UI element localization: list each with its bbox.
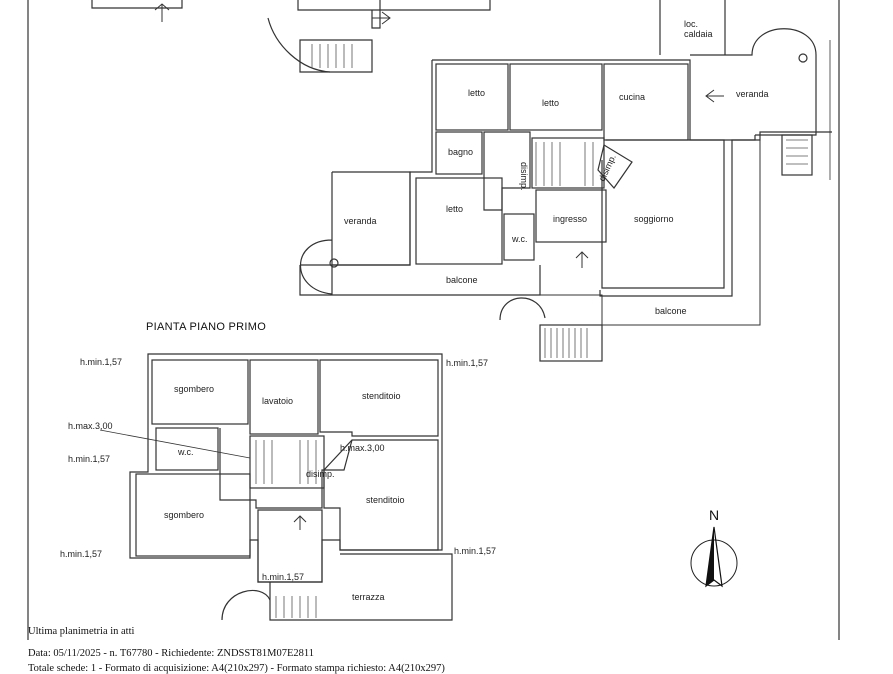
top-fragment-center [297,0,491,29]
label-bagno: bagno [448,147,473,157]
room-stair [531,137,605,189]
room-sgombero-1 [151,359,249,425]
label-wc-ff: w.c. [177,447,194,457]
label-veranda-east: veranda [736,89,769,99]
room-stenditoio-1 [319,359,439,437]
first-floor-title: PIANTA PIANO PRIMO [146,321,266,333]
label-letto-2: letto [542,98,559,108]
room-letto-1 [435,63,509,131]
gf-column-east [798,53,808,63]
arrow-icon-top-left [154,3,170,22]
label-stenditoio-1: stenditoio [362,391,401,401]
label-balcone-east: balcone [655,306,687,316]
arrow-icon-ingresso [575,251,589,268]
room-lavatoio [249,359,319,435]
room-stair-ff [249,435,325,489]
room-wc-ff [155,427,219,471]
gf-column-west [329,258,339,268]
label-h-min-6: h.min.1,57 [262,572,304,582]
room-terrazza [269,553,453,621]
gf-east-stair [781,134,813,176]
label-loc: loc. [684,19,698,29]
label-letto-1: letto [468,88,485,98]
label-h-min-3: h.min.1,57 [68,454,110,464]
label-letto-3: letto [446,204,463,214]
room-stenditoio-2 [323,439,439,551]
room-wc [503,213,535,261]
label-lavatoio: lavatoio [262,396,293,406]
footer-format-line: Totale schede: 1 - Formato di acquisizio… [28,663,445,674]
ff-spiral-stair [221,590,271,621]
label-terrazza: terrazza [352,592,385,602]
ff-stair-treads [255,440,317,618]
label-sgombero-2: sgombero [164,510,204,520]
gf-outer-west [300,60,433,266]
label-h-min-2: h.min.1,57 [446,358,488,368]
room-soggiorno [601,139,725,289]
gf-stair-treads [311,44,808,358]
arrow-icon-cucina [705,89,724,103]
label-h-min-1: h.min.1,57 [80,357,122,367]
room-ingresso [535,189,607,243]
gf-balcone-west [299,265,541,296]
label-h-min-5: h.min.1,57 [454,546,496,556]
label-h-max-2: h.max.3,00 [340,443,385,453]
north-arrow-icon: N [690,507,738,588]
label-soggiorno: soggiorno [634,214,674,224]
gf-outer-top [432,59,756,141]
label-h-min-4: h.min.1,57 [60,549,102,559]
footer-date-line: Data: 05/11/2025 - n. T67780 - Richieden… [28,648,314,659]
top-fragment-left [91,0,183,9]
label-wc: w.c. [511,234,528,244]
footer-last-plan: Ultima planimetria in atti [28,626,135,637]
label-veranda-west: veranda [344,216,377,226]
label-cucina: cucina [619,92,645,102]
ff-landing [257,509,323,583]
gf-spiral-stair [499,297,546,321]
arrow-icon-top-center [372,11,391,25]
gf-balcone-east-line [599,131,832,297]
north-label: N [709,507,719,523]
gf-veranda-west [299,171,411,295]
room-sgombero-2 [135,473,251,557]
label-ingresso: ingresso [553,214,587,224]
room-disimp-ff [219,428,353,509]
room-bagno [435,131,483,175]
ff-walls [129,353,453,621]
top-stair-block [299,39,373,73]
gf-balcone-east-outline [540,140,761,326]
label-h-max-1: h.max.3,00 [68,421,113,431]
label-disimp-2: disimp. [597,153,618,183]
h-max-leader-line [99,429,251,459]
label-disimp-1: disimp. [519,162,529,191]
label-sgombero-1: sgombero [174,384,214,394]
label-caldaia: caldaia [684,29,713,39]
arrow-icon-first-floor [293,515,307,530]
label-balcone-west: balcone [446,275,478,285]
room-disimp-2 [597,144,633,189]
top-stair-curve [267,17,331,73]
entrance-arrows [154,3,724,530]
label-stenditoio-2: stenditoio [366,495,405,505]
room-letto-2 [509,63,603,131]
ff-labels: sgombero lavatoio stenditoio w.c. disimp… [60,357,496,602]
room-letto-3 [415,177,503,265]
gf-stair-flight [539,324,603,362]
label-disimp-ff: disimp. [306,469,335,479]
room-cucina [603,63,689,141]
gf-veranda-east-outline [690,28,817,136]
